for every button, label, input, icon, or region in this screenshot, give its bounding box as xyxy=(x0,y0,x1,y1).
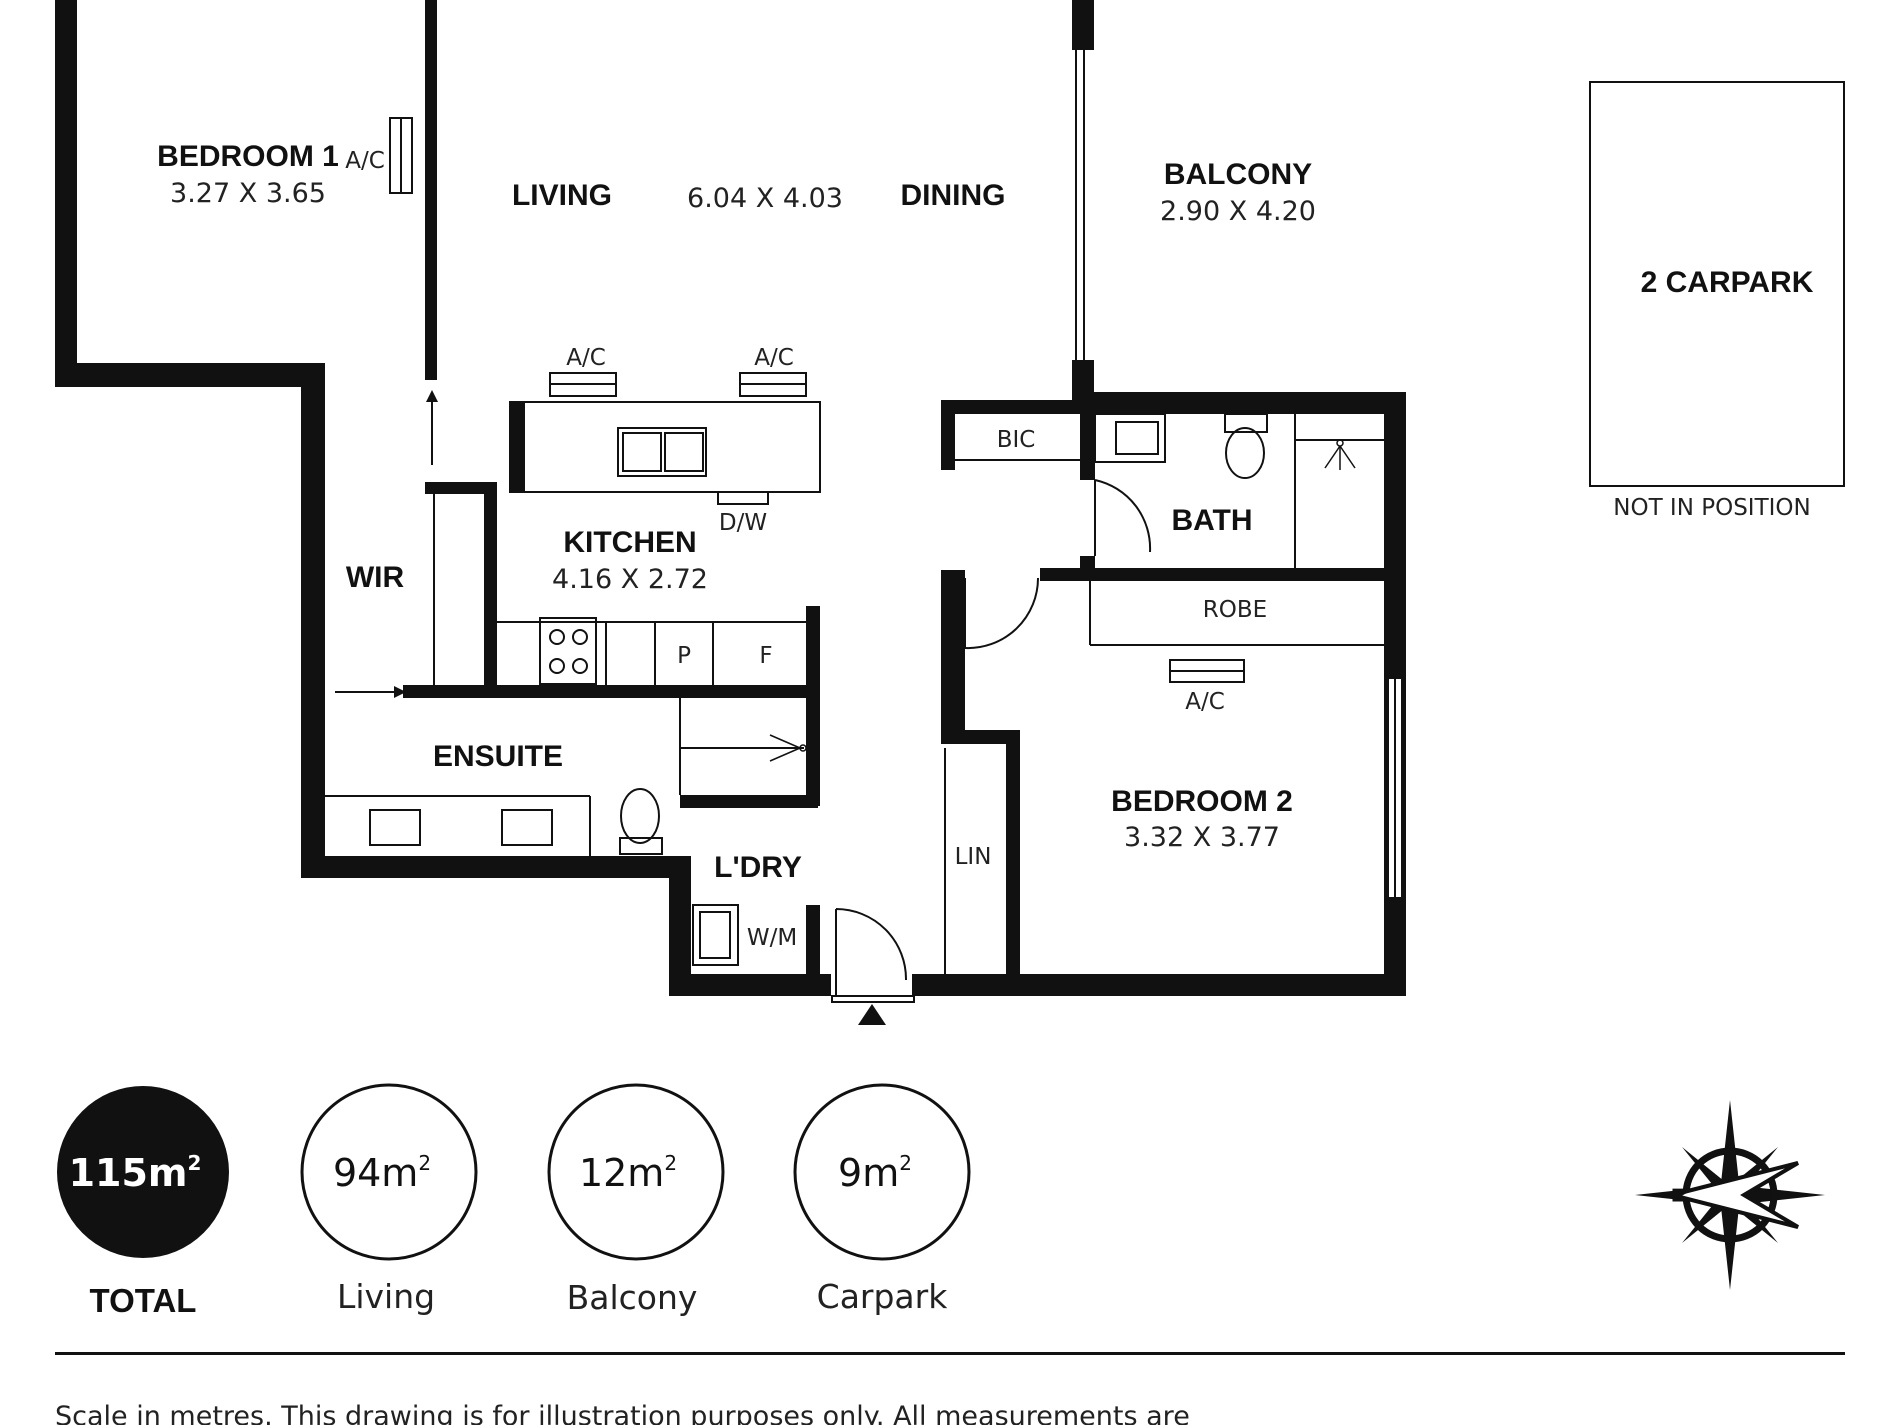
carpark-title: 2 CARPARK xyxy=(1641,266,1814,299)
kitchen-title: KITCHEN xyxy=(563,526,696,559)
footer-divider xyxy=(55,1352,1845,1355)
svg-text:115m2: 115m2 xyxy=(69,1151,202,1195)
compass-icon: N xyxy=(1635,1100,1825,1290)
compass-north-letter: N xyxy=(1668,1187,1693,1203)
pantry-label: P xyxy=(677,643,691,669)
kitchen-ac-label-2: A/C xyxy=(754,345,794,371)
area-carpark: 9m2 Carpark xyxy=(793,1083,971,1316)
carpark-note: NOT IN POSITION xyxy=(1613,495,1810,521)
bedroom1-dims: 3.27 X 3.65 xyxy=(170,178,326,209)
balcony-dims: 2.90 X 4.20 xyxy=(1160,196,1316,227)
wir-title: WIR xyxy=(346,561,405,594)
arrow-icons xyxy=(335,390,886,1025)
area-living: 94m2 Living xyxy=(300,1083,478,1316)
area-living-label: Living xyxy=(337,1277,435,1316)
area-total-value: 115m xyxy=(69,1151,188,1195)
bedroom2-ac-label: A/C xyxy=(1185,689,1225,715)
laundry-title: L'DRY xyxy=(714,851,802,884)
area-balcony-sup: 2 xyxy=(664,1151,677,1175)
washing-machine-label: W/M xyxy=(747,925,797,951)
bedroom1-ac-label: A/C xyxy=(345,148,385,174)
area-carpark-sup: 2 xyxy=(899,1151,912,1175)
bedroom1-title: BEDROOM 1 xyxy=(157,140,339,173)
linen-label: LIN xyxy=(955,844,992,870)
shower-icon xyxy=(769,439,1356,762)
area-living-value: 94m xyxy=(333,1151,418,1195)
area-living-sup: 2 xyxy=(418,1151,431,1175)
area-summary: 115m2 TOTAL 94m2 Living 12m2 Balcony 9m2… xyxy=(57,1083,971,1319)
area-total-sup: 2 xyxy=(188,1151,202,1175)
area-total-label: TOTAL xyxy=(90,1282,197,1319)
fridge-label: F xyxy=(759,643,772,669)
thin-lines xyxy=(325,50,1845,975)
dishwasher-label: D/W xyxy=(719,510,767,536)
living-title: LIVING xyxy=(512,179,612,212)
svg-text:12m2: 12m2 xyxy=(579,1151,677,1195)
kitchen-ac-label-1: A/C xyxy=(566,345,606,371)
bath-title: BATH xyxy=(1171,504,1252,537)
doors xyxy=(831,479,1152,1003)
area-carpark-value: 9m xyxy=(838,1151,899,1195)
robe-label: ROBE xyxy=(1203,597,1267,623)
area-balcony: 12m2 Balcony xyxy=(547,1083,725,1317)
bedroom2-title: BEDROOM 2 xyxy=(1111,785,1293,818)
area-balcony-label: Balcony xyxy=(567,1278,698,1317)
bic-label: BIC xyxy=(997,427,1036,453)
svg-text:9m2: 9m2 xyxy=(838,1151,912,1195)
living-dims: 6.04 X 4.03 xyxy=(687,183,843,214)
footer-disclaimer: Scale in metres. This drawing is for ill… xyxy=(55,1401,1190,1425)
kitchen-dims: 4.16 X 2.72 xyxy=(552,564,708,595)
svg-text:94m2: 94m2 xyxy=(333,1151,431,1195)
dining-title: DINING xyxy=(901,179,1006,212)
area-total: 115m2 TOTAL xyxy=(57,1086,229,1319)
ensuite-title: ENSUITE xyxy=(433,740,563,773)
walls xyxy=(55,0,1406,996)
bedroom2-dims: 3.32 X 3.77 xyxy=(1124,822,1280,853)
area-balcony-value: 12m xyxy=(579,1151,664,1195)
balcony-title: BALCONY xyxy=(1164,158,1312,191)
area-carpark-label: Carpark xyxy=(817,1277,949,1316)
